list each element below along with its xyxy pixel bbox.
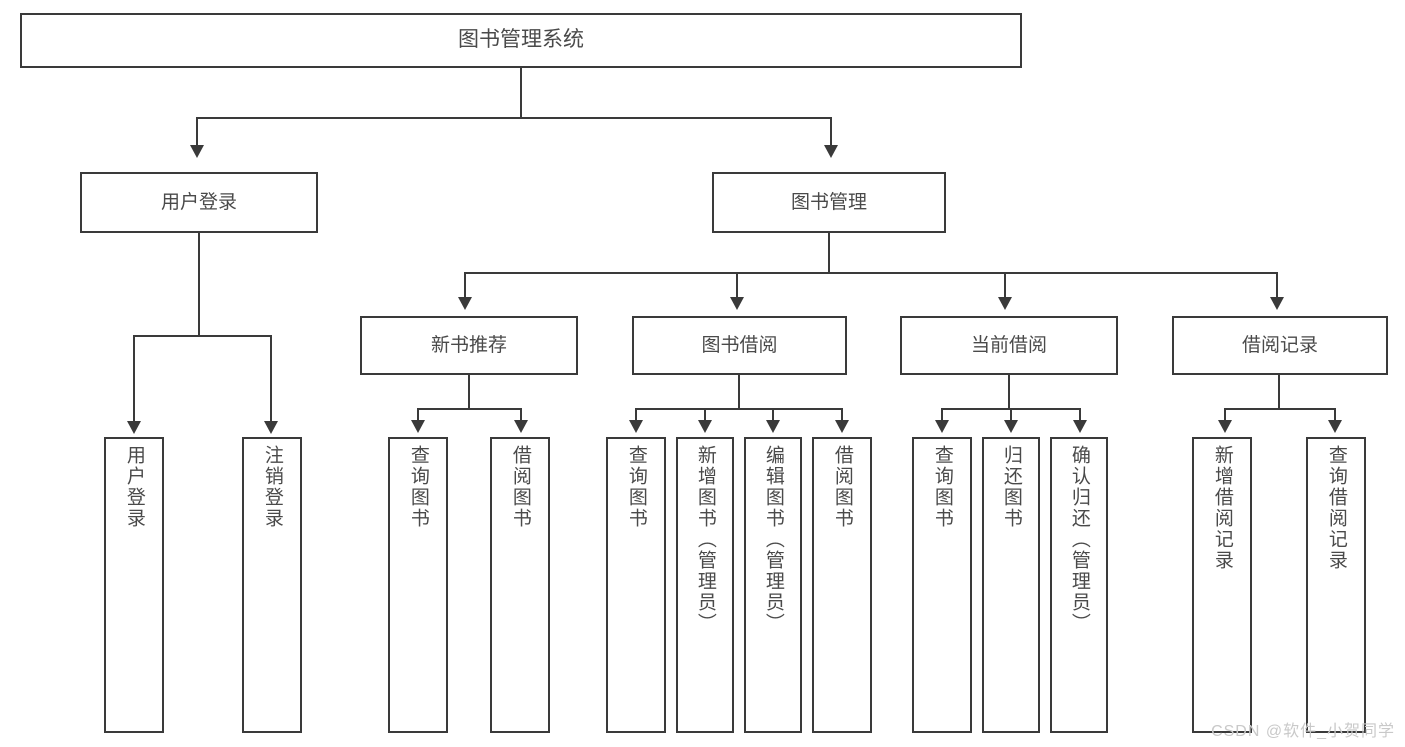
connector-to-user-login (196, 117, 198, 147)
node-label: 用户登录 (160, 191, 237, 213)
connector-user-login-stem (198, 233, 200, 335)
connector-to-book-borrow (736, 272, 738, 299)
leaf-label: 新增图书（管理员） (694, 445, 716, 634)
connector-cb-child2 (1010, 408, 1012, 422)
leaf-query-book-2[interactable]: 查询图书 (606, 437, 666, 733)
node-label: 当前借阅 (970, 334, 1047, 356)
arrow-leaf-query-book-3 (935, 420, 949, 433)
node-label: 借阅记录 (1241, 334, 1318, 356)
arrow-leaf-query-record (1328, 420, 1342, 433)
arrow-leaf-edit-book (766, 420, 780, 433)
arrow-to-book-manage (824, 145, 838, 158)
leaf-return-book[interactable]: 归还图书 (982, 437, 1040, 733)
connector-new-book-rec-stem (468, 375, 470, 408)
arrow-leaf-confirm-return (1073, 420, 1087, 433)
leaf-label: 用户登录 (123, 445, 145, 529)
connector-bb-child2 (704, 408, 706, 422)
leaf-borrow-book-2[interactable]: 借阅图书 (812, 437, 872, 733)
connector-bb-child4 (841, 408, 843, 422)
connector-br-child2 (1334, 408, 1336, 422)
leaf-label: 新增借阅记录 (1211, 445, 1233, 571)
arrow-to-current-borrow (998, 297, 1012, 310)
leaf-query-book-3[interactable]: 查询图书 (912, 437, 972, 733)
connector-to-current-borrow (1004, 272, 1006, 299)
leaf-label: 借阅图书 (509, 445, 531, 529)
leaf-label: 归还图书 (1000, 445, 1022, 529)
connector-br-child1 (1224, 408, 1226, 422)
connector-new-book-rec-bus (417, 408, 522, 410)
leaf-confirm-return-admin[interactable]: 确认归还（管理员） (1050, 437, 1108, 733)
connector-root-stem (520, 68, 522, 117)
connector-to-book-manage (830, 117, 832, 147)
arrow-leaf-add-book (698, 420, 712, 433)
connector-borrow-record-stem (1278, 375, 1280, 408)
arrow-to-book-borrow (730, 297, 744, 310)
leaf-add-book-admin[interactable]: 新增图书（管理员） (676, 437, 734, 733)
arrow-leaf-query-book-2 (629, 420, 643, 433)
connector-cb-child3 (1079, 408, 1081, 422)
connector-user-login-child1 (133, 335, 135, 423)
leaf-logout[interactable]: 注销登录 (242, 437, 302, 733)
connector-current-borrow-stem (1008, 375, 1010, 408)
leaf-label: 确认归还（管理员） (1068, 445, 1090, 634)
connector-book-manage-bus (464, 272, 1278, 274)
arrow-leaf-query-book-1 (411, 420, 425, 433)
leaf-label: 借阅图书 (831, 445, 853, 529)
connector-to-new-book-rec (464, 272, 466, 299)
arrow-leaf-borrow-book-2 (835, 420, 849, 433)
leaf-label: 查询借阅记录 (1325, 445, 1347, 571)
node-label: 图书借阅 (701, 334, 778, 356)
arrow-leaf-user-login (127, 421, 141, 434)
leaf-add-borrow-record[interactable]: 新增借阅记录 (1192, 437, 1252, 733)
connector-root-bus (196, 117, 832, 119)
node-book-management[interactable]: 图书管理 (712, 172, 946, 233)
node-label: 新书推荐 (430, 334, 507, 356)
connector-bb-child1 (635, 408, 637, 422)
node-book-borrow[interactable]: 图书借阅 (632, 316, 847, 375)
node-new-book-recommendation[interactable]: 新书推荐 (360, 316, 578, 375)
leaf-query-borrow-record[interactable]: 查询借阅记录 (1306, 437, 1366, 733)
node-user-login[interactable]: 用户登录 (80, 172, 318, 233)
node-borrow-record[interactable]: 借阅记录 (1172, 316, 1388, 375)
connector-book-borrow-stem (738, 375, 740, 408)
connector-nbr-child2 (520, 408, 522, 422)
arrow-to-borrow-record (1270, 297, 1284, 310)
node-label: 图书管理系统 (458, 28, 584, 52)
arrow-leaf-borrow-book-1 (514, 420, 528, 433)
arrow-leaf-return-book (1004, 420, 1018, 433)
connector-bb-child3 (772, 408, 774, 422)
connector-user-login-child2 (270, 335, 272, 423)
leaf-label: 编辑图书（管理员） (762, 445, 784, 634)
node-label: 图书管理 (790, 191, 867, 213)
arrow-to-new-book-rec (458, 297, 472, 310)
connector-cb-child1 (941, 408, 943, 422)
connector-nbr-child1 (417, 408, 419, 422)
leaf-borrow-book-1[interactable]: 借阅图书 (490, 437, 550, 733)
connector-book-borrow-bus (635, 408, 843, 410)
arrow-leaf-add-record (1218, 420, 1232, 433)
connector-book-manage-stem (828, 233, 830, 272)
leaf-query-book-1[interactable]: 查询图书 (388, 437, 448, 733)
leaf-edit-book-admin[interactable]: 编辑图书（管理员） (744, 437, 802, 733)
arrow-leaf-logout (264, 421, 278, 434)
leaf-user-login[interactable]: 用户登录 (104, 437, 164, 733)
leaf-label: 查询图书 (931, 445, 953, 529)
connector-borrow-record-bus (1224, 408, 1334, 410)
connector-to-borrow-record (1276, 272, 1278, 299)
connector-user-login-bus (133, 335, 270, 337)
node-current-borrow[interactable]: 当前借阅 (900, 316, 1118, 375)
node-root-book-management-system[interactable]: 图书管理系统 (20, 13, 1022, 68)
leaf-label: 查询图书 (407, 445, 429, 529)
leaf-label: 注销登录 (261, 445, 283, 529)
leaf-label: 查询图书 (625, 445, 647, 529)
arrow-to-user-login (190, 145, 204, 158)
